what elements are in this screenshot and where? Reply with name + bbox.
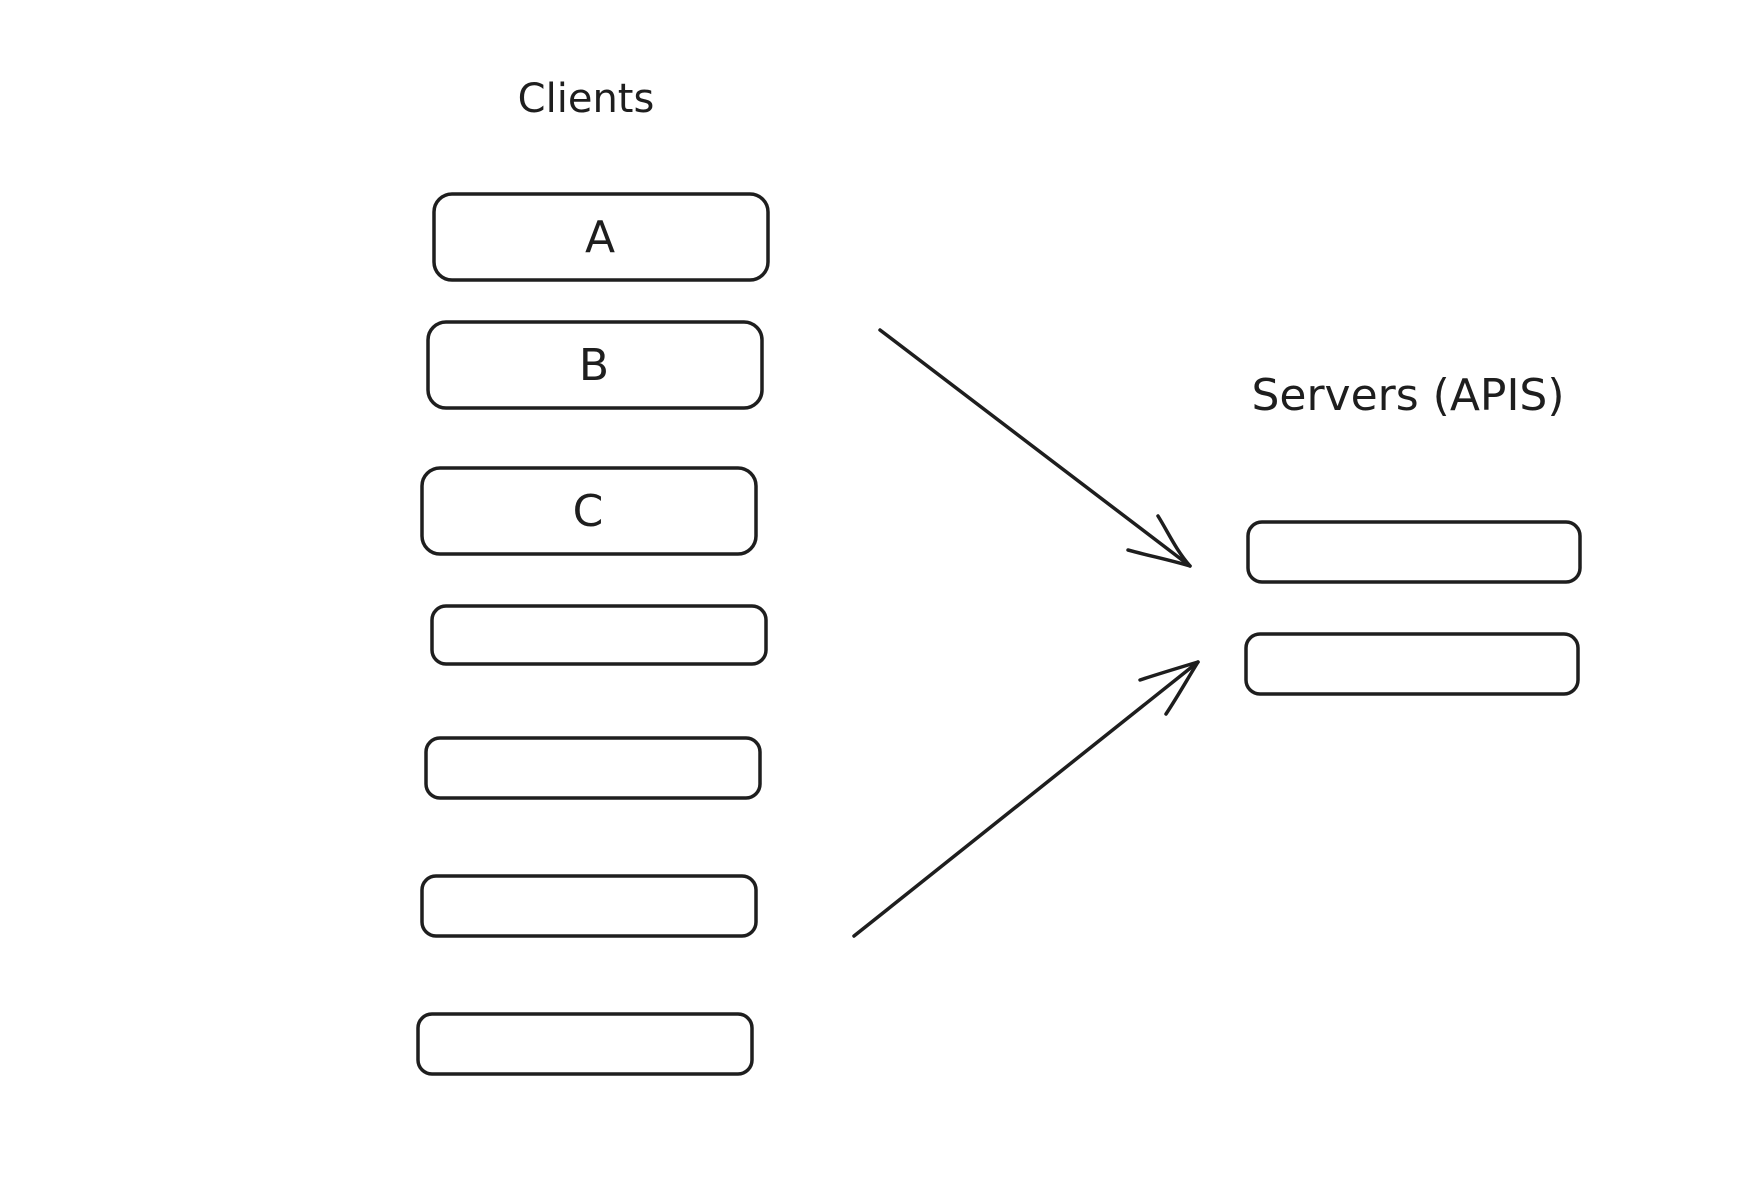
client-box-label: C <box>573 486 604 537</box>
arrowhead-icon <box>1138 660 1200 716</box>
client-box <box>430 604 768 666</box>
client-box <box>424 736 762 800</box>
client-box <box>416 1012 754 1076</box>
arrowhead-icon <box>1126 514 1192 568</box>
arrow-to-server-2 <box>852 660 1200 938</box>
clients-group: Clients A B C <box>416 76 770 1076</box>
servers-group: Servers (APIS) <box>1244 370 1582 696</box>
servers-title: Servers (APIS) <box>1251 370 1564 421</box>
client-box-label: B <box>579 340 609 391</box>
client-box-b: B <box>426 320 764 410</box>
client-box-label: A <box>585 212 615 263</box>
server-box <box>1246 520 1582 584</box>
client-box-a: A <box>432 192 770 282</box>
arrow-to-server-1 <box>878 328 1192 568</box>
client-box <box>420 874 758 938</box>
server-box <box>1244 632 1580 696</box>
client-box-c: C <box>420 466 758 556</box>
clients-title: Clients <box>518 76 655 122</box>
